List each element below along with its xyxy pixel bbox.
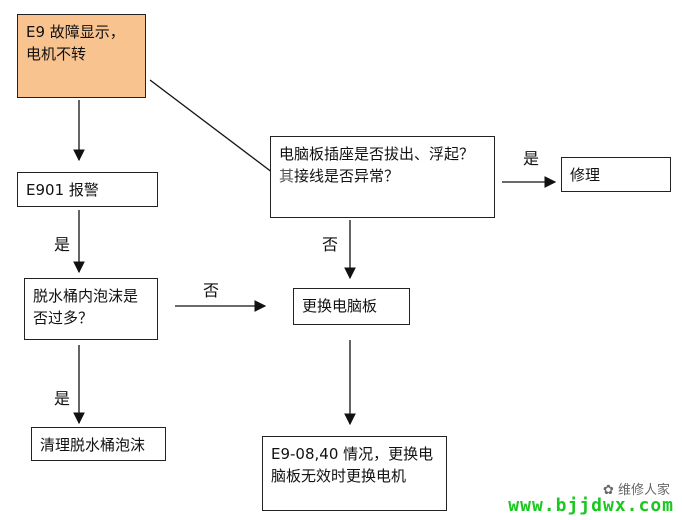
- node-socket-line2-rest: 接线是否异常？: [294, 167, 400, 185]
- wechat-icon: ✿: [602, 483, 614, 498]
- label-no-socket-to-replace: 否: [322, 235, 339, 254]
- node-foam-question: 脱水桶内泡沫是 否过多？: [24, 278, 158, 340]
- node-foam-line2: 否过多？: [33, 309, 94, 327]
- node-socket-question: 电脑板插座是否拔出、浮起？ 其接线是否异常？: [270, 136, 495, 218]
- node-final-line1: E9-08,40 情况，更换电: [271, 445, 434, 463]
- label-no-foam-to-replace: 否: [203, 281, 220, 300]
- node-socket-line2-prefix: 其: [279, 167, 295, 185]
- node-e901: E901 报警: [17, 172, 158, 207]
- node-start: E9 故障显示， 电机不转: [17, 14, 146, 98]
- node-repair-text: 修理: [570, 166, 601, 184]
- node-final: E9-08,40 情况，更换电 脑板无效时更换电机: [262, 436, 447, 511]
- node-clean-foam: 清理脱水桶泡沫: [31, 427, 166, 461]
- node-e901-text: E901 报警: [26, 181, 99, 199]
- node-final-line2: 脑板无效时更换电机: [271, 467, 407, 485]
- node-socket-line1: 电脑板插座是否拔出、浮起？: [279, 145, 475, 163]
- node-socket-line2: 其接线是否异常？: [279, 165, 486, 187]
- label-yes-foam-to-clean: 是: [54, 389, 71, 408]
- node-replace-board-text: 更换电脑板: [302, 297, 378, 315]
- label-yes-socket-to-repair: 是: [523, 149, 540, 168]
- arrow-start-to-socket: [149, 79, 286, 183]
- node-start-line1: E9 故障显示，: [26, 23, 125, 41]
- node-replace-board: 更换电脑板: [293, 288, 410, 325]
- node-repair: 修理: [561, 157, 671, 192]
- watermark-url: www.bjjdwx.com: [508, 495, 674, 516]
- node-clean-foam-text: 清理脱水桶泡沫: [40, 436, 146, 454]
- watermark-brand-text: 维修人家: [617, 483, 670, 498]
- label-yes-e901-to-foam: 是: [54, 235, 71, 254]
- node-foam-line1: 脱水桶内泡沫是: [33, 287, 139, 305]
- watermark-brand: ✿ 维修人家: [603, 479, 670, 498]
- node-start-line2: 电机不转: [26, 45, 87, 63]
